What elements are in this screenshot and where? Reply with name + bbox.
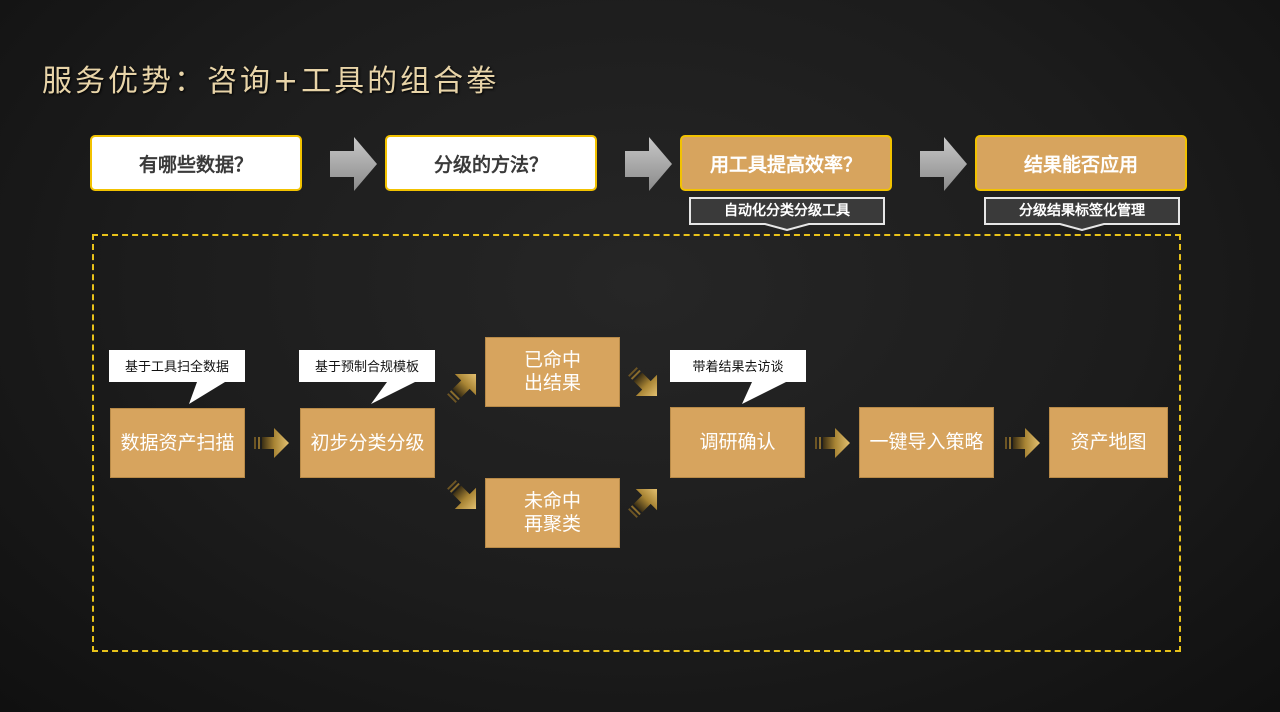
arrow-right-icon [254,426,290,460]
arrow-down-right-icon [446,480,482,514]
step-label: 初步分类分级 [310,431,425,454]
step-label-line2: 出结果 [523,372,581,394]
step-label-line1: 已命中 [523,349,581,371]
question-label: 结果能否应用 [1023,153,1138,176]
page-title: 服务优势：咨询+工具的组合拳 [42,64,500,99]
step-hit-result: 已命中 出结果 [485,337,620,407]
sub-label-text: 分级结果标签化管理 [1019,203,1145,219]
step-label: 调研确认 [699,431,776,453]
callout-bubble [109,350,245,404]
arrow-down-right-icon [627,367,663,401]
step-miss-recluster: 未命中 再聚类 [485,478,620,548]
callout-text: 带着结果去访谈 [692,360,784,375]
step-initial-classify: 初步分类分级 [300,408,435,478]
step-label-line1: 未命中 [523,490,581,512]
step-asset-scan: 数据资产扫描 [110,408,245,478]
step-label: 数据资产扫描 [120,431,235,454]
arrow-right-icon [815,426,851,460]
step-label-line2: 再聚类 [523,513,581,535]
callout-text: 基于工具扫全数据 [124,360,229,375]
question-box-tool: 用工具提高效率？ [680,135,892,191]
sub-label-banner [689,197,885,231]
question-label: 用工具提高效率？ [709,153,862,176]
sub-label-apply: 分级结果标签化管理 [984,197,1180,231]
gray-arrow-icon [330,137,377,191]
step-import-policy: 一键导入策略 [859,407,994,478]
callout-template: 基于预制合规模板 [299,350,435,404]
arrow-up-right-icon [627,484,663,518]
sub-label-tool: 自动化分类分级工具 [689,197,885,231]
sub-label-banner [984,197,1180,231]
process-frame [92,234,1181,652]
callout-bubble [670,350,806,404]
callout-scan: 基于工具扫全数据 [109,350,245,404]
question-label: 有哪些数据？ [138,153,253,176]
question-box-method: 分级的方法？ [385,135,597,191]
step-label: 资产地图 [1070,431,1147,453]
gray-arrow-icon [920,137,967,191]
step-label: 一键导入策略 [869,431,984,453]
callout-interview: 带着结果去访谈 [670,350,806,404]
question-box-data: 有哪些数据？ [90,135,302,191]
question-box-apply: 结果能否应用 [975,135,1187,191]
question-label: 分级的方法？ [433,153,548,176]
gray-arrow-icon [625,137,672,191]
sub-label-text: 自动化分类分级工具 [724,203,850,219]
callout-bubble [299,350,435,404]
step-asset-map: 资产地图 [1049,407,1168,478]
step-research-confirm: 调研确认 [670,407,805,478]
arrow-right-icon [1005,426,1041,460]
callout-text: 基于预制合规模板 [314,360,419,375]
arrow-up-right-icon [446,369,482,403]
